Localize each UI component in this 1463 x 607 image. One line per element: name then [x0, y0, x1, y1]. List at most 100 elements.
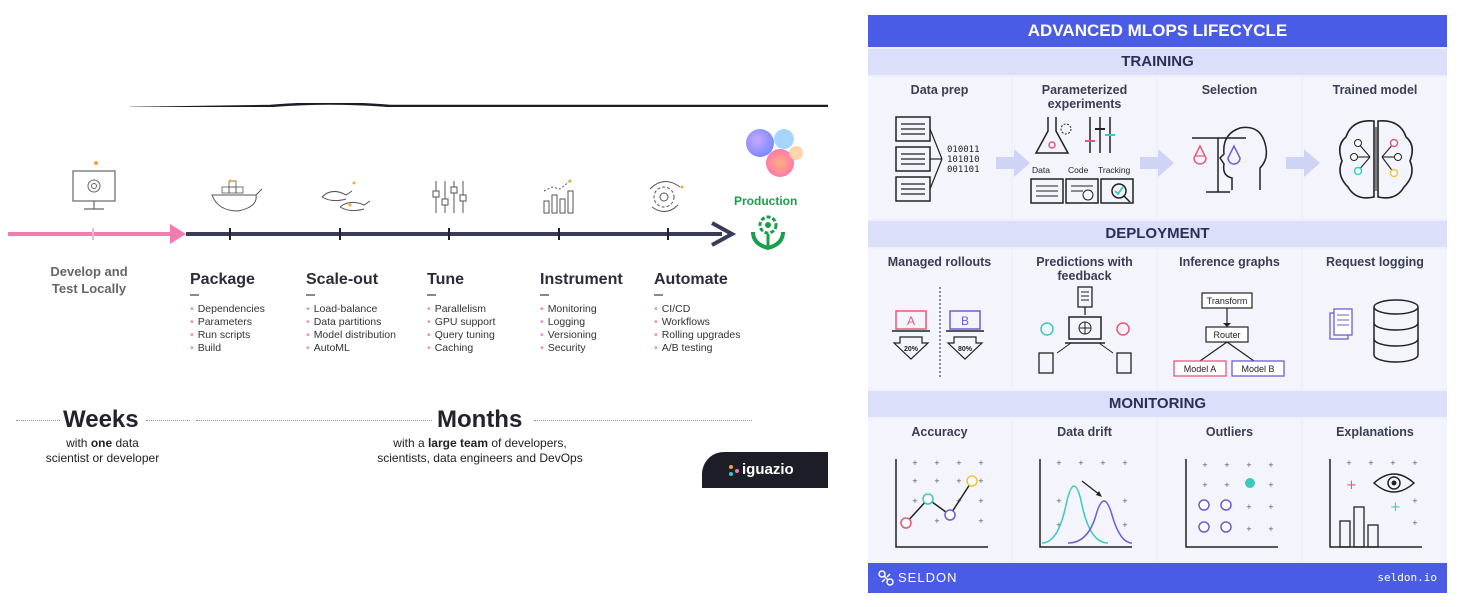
svg-text:+: + — [1412, 519, 1418, 527]
stage-items: Dependencies Parameters Run scripts Buil… — [190, 303, 265, 355]
months-title: Months — [437, 406, 523, 433]
stage-item: Data partitions — [306, 316, 396, 329]
svg-text:+: + — [978, 497, 984, 505]
svg-text:+: + — [1122, 521, 1128, 529]
stage-item: Build — [190, 342, 265, 355]
cell-predictions-feedback: Predictions with feedback — [1013, 249, 1156, 389]
infographic-title: ADVANCED MLOPS LIFECYCLE — [868, 15, 1447, 47]
svg-text:+: + — [956, 477, 962, 485]
top-decoration — [130, 103, 828, 107]
svg-text:+: + — [956, 459, 962, 467]
svg-text:+: + — [1246, 525, 1252, 533]
svg-text:+: + — [912, 459, 918, 467]
stage-item: A/B testing — [654, 342, 741, 355]
svg-text:+: + — [1202, 481, 1208, 489]
experiment-label: Data — [1032, 165, 1050, 175]
stage-automate: Automate CI/CD Workflows Rolling upgrade… — [654, 271, 741, 355]
stage-title: Instrument — [540, 271, 623, 288]
cell-title: Data prep — [910, 83, 969, 97]
cell-request-logging: Request logging — [1303, 249, 1447, 389]
stage-item: Logging — [540, 316, 623, 329]
stage-item: Model distribution — [306, 329, 396, 342]
stage-item: Parameters — [190, 316, 265, 329]
cell-title: Data drift — [1057, 425, 1112, 439]
graph-node: Router — [1213, 330, 1240, 340]
stage-title: Tune — [427, 271, 465, 288]
svg-text:+: + — [1268, 525, 1274, 533]
svg-text:+: + — [1056, 459, 1062, 467]
database-log-icon — [1329, 299, 1419, 363]
iguazio-mark-icon — [729, 465, 739, 476]
seldon-url: seldon.io — [1377, 571, 1437, 584]
iguazio-logo: iguazio — [702, 452, 828, 488]
inference-graph-icon: Transform Router Model A Model B — [1173, 292, 1285, 377]
months-line-left — [196, 420, 432, 421]
stage-scale-out: Scale-out Load-balance Data partitions M… — [306, 271, 396, 355]
svg-text:+: + — [1346, 459, 1352, 467]
cell-data-prep: Data prep — [868, 77, 1011, 219]
months-sub-line2: scientists, data engineers and DevOps — [377, 451, 583, 465]
cell-data-drift: Data drift — [1013, 419, 1156, 561]
stage-item: Workflows — [654, 316, 741, 329]
svg-text:+: + — [1224, 481, 1230, 489]
svg-text:+: + — [1078, 459, 1084, 467]
svg-text:+: + — [912, 477, 918, 485]
binary-row: 010011 — [947, 145, 980, 155]
stage-divider — [427, 294, 436, 296]
svg-text:+: + — [1202, 461, 1208, 469]
binary-row: 001101 — [947, 165, 980, 175]
monitor-gear-icon — [72, 161, 116, 210]
cell-accuracy: Accuracy — [868, 419, 1011, 561]
svg-text:+: + — [1122, 497, 1128, 505]
stage-items: CI/CD Workflows Rolling upgrades A/B tes… — [654, 303, 741, 355]
svg-text:+: + — [1268, 503, 1274, 511]
svg-text:+: + — [1390, 459, 1396, 467]
stage-item: Load-balance — [306, 303, 396, 316]
timeline-arrow — [8, 221, 737, 247]
seldon-brand: SELDON — [898, 570, 958, 585]
stage-item: Run scripts — [190, 329, 265, 342]
cell-title: Predictions with — [1036, 255, 1133, 269]
whales-icon — [321, 181, 371, 212]
production-blob-icon — [746, 129, 803, 177]
svg-text:+: + — [978, 517, 984, 525]
svg-text:+: + — [912, 497, 918, 505]
weeks-line-left — [16, 420, 60, 421]
data-drift-chart-icon: ++++ ++++ — [1039, 459, 1133, 548]
cell-title: Outliers — [1205, 425, 1254, 439]
svg-text:+: + — [1122, 459, 1128, 467]
months-line-right — [534, 420, 752, 421]
cell-title: Accuracy — [911, 425, 968, 439]
stage-divider — [190, 294, 199, 296]
stage-package: Package Dependencies Parameters Run scri… — [190, 271, 265, 355]
svg-text:+: + — [1412, 497, 1418, 505]
rollout-box-label: B — [961, 314, 969, 328]
svg-text:+: + — [1368, 459, 1374, 467]
experiment-label: Code — [1068, 165, 1089, 175]
stage-title: Package — [190, 271, 255, 288]
svg-text:+: + — [1412, 459, 1418, 467]
cell-title: Inference graphs — [1179, 255, 1280, 269]
stage-items: Monitoring Logging Versioning Security — [540, 303, 623, 355]
gears-icon — [649, 181, 684, 212]
svg-text:+: + — [1246, 503, 1252, 511]
stage-tune: Tune Parallelism GPU support Query tunin… — [427, 271, 495, 355]
weeks-sub-prefix: with — [66, 436, 91, 450]
stage-item: GPU support — [427, 316, 496, 329]
cell-outliers: Outliers — [1158, 419, 1301, 561]
arrow-right-icon — [1286, 149, 1320, 177]
stage-item: Caching — [427, 342, 495, 355]
svg-text:+: + — [978, 477, 984, 485]
accuracy-chart-icon: ++++ ++++ +++ ++ — [895, 459, 988, 548]
arrow-right-icon — [1140, 149, 1174, 177]
plant-hands-icon — [751, 215, 785, 250]
section-deployment: DEPLOYMENT — [868, 221, 1447, 247]
stage-item: Versioning — [540, 329, 623, 342]
cell-title: Parameterized — [1041, 83, 1128, 97]
months-subtext: with a large team of developers, scienti… — [340, 436, 620, 466]
infographic-footer: SELDON seldon.io — [868, 563, 1447, 593]
docker-whale-icon — [211, 179, 263, 212]
cell-title: Selection — [1201, 83, 1258, 97]
section-monitoring: MONITORING — [868, 391, 1447, 417]
seldon-infographic: ADVANCED MLOPS LIFECYCLE TRAINING Data p… — [868, 15, 1447, 593]
